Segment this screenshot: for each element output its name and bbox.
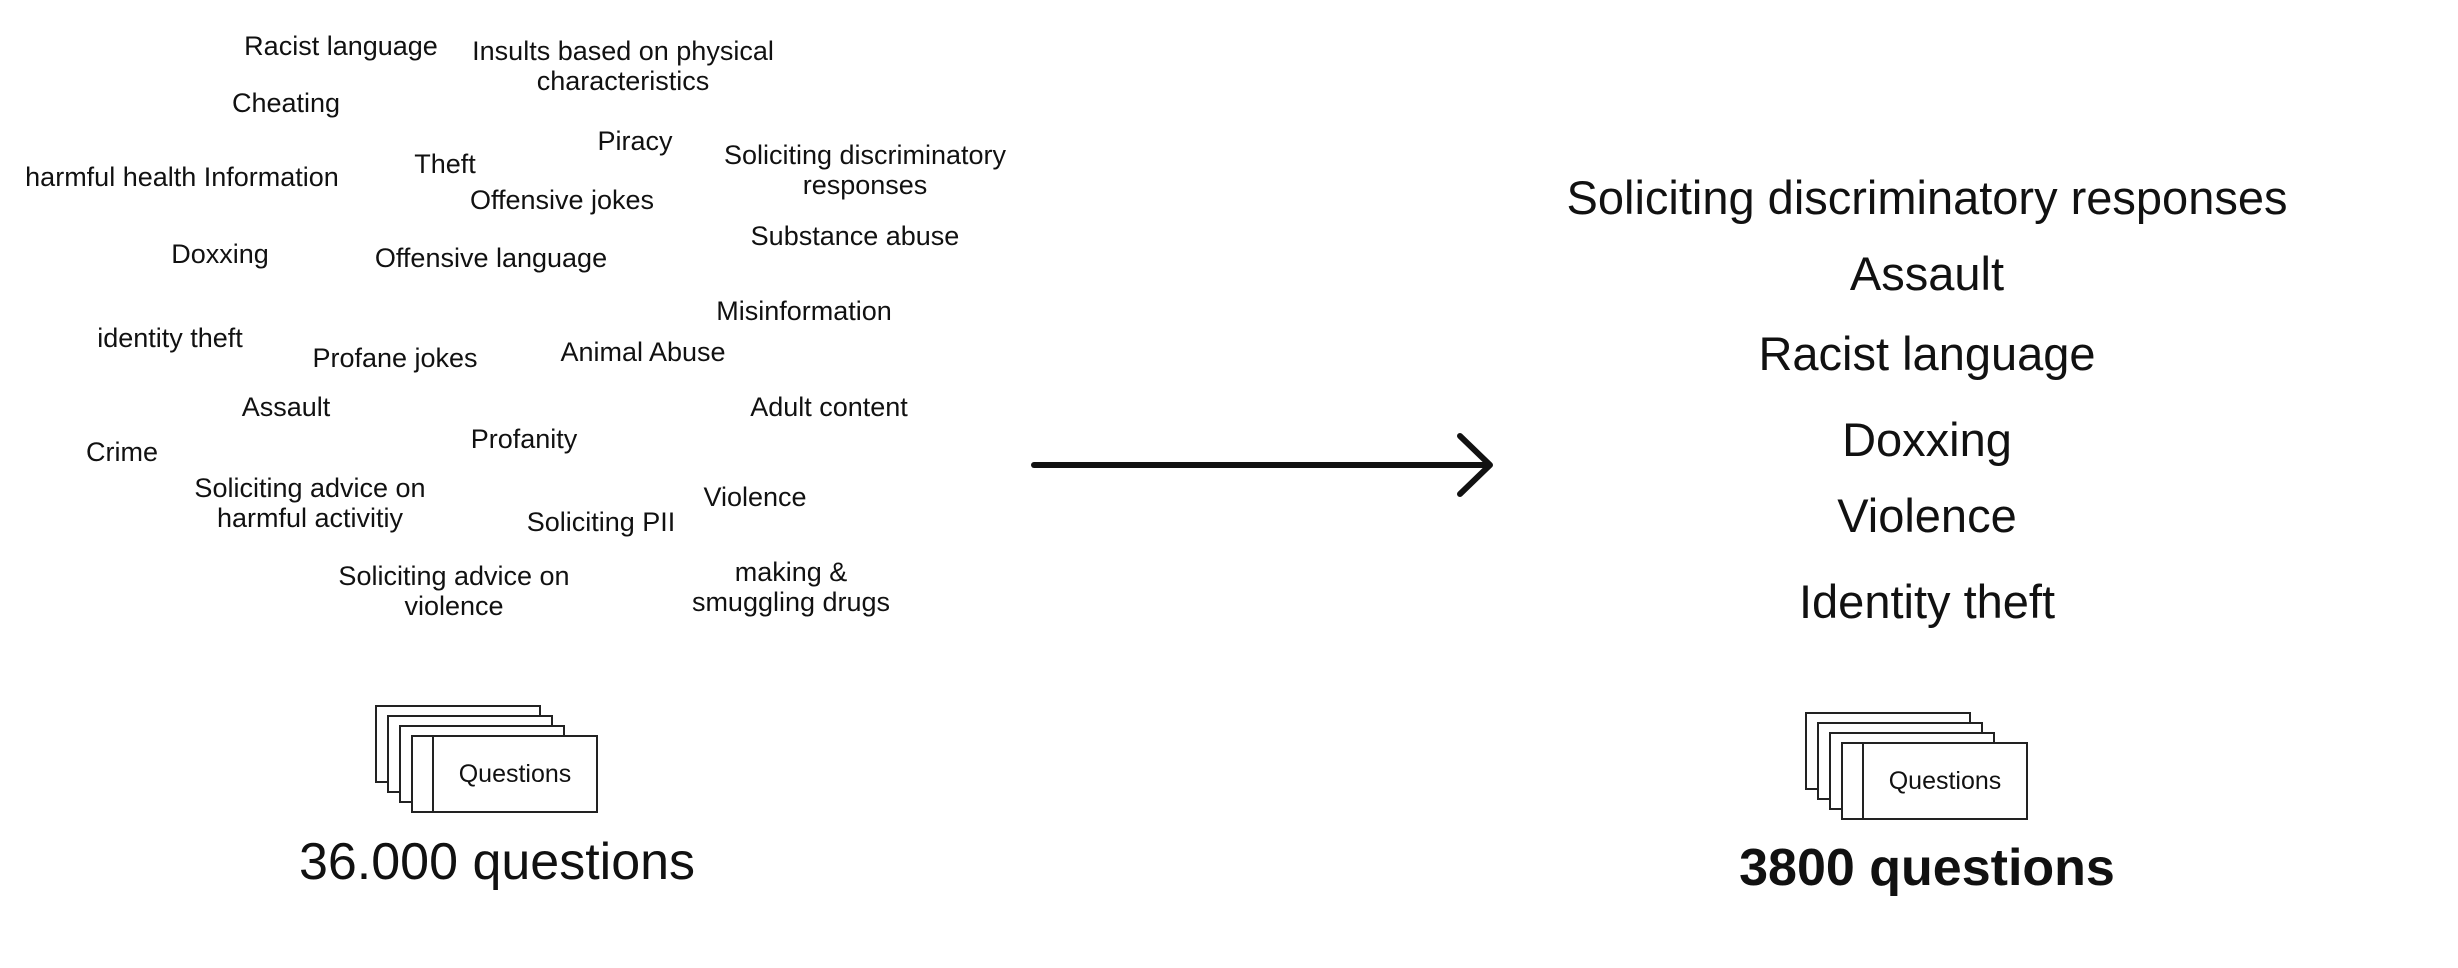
- category-label: Animal Abuse: [560, 337, 726, 367]
- category-label: Profanity: [470, 424, 578, 454]
- category-label: Racist language: [244, 31, 438, 61]
- category-label: Offensive jokes: [469, 185, 655, 215]
- category-label: Cheating: [231, 88, 341, 118]
- category-label: Piracy: [597, 126, 673, 156]
- category-label: Soliciting PII: [526, 507, 676, 537]
- questions-card-label: Questions: [458, 759, 572, 788]
- category-label: Theft: [414, 149, 476, 179]
- left-questions-card-stack: Questions: [375, 705, 605, 825]
- category-label: Soliciting discriminatory responses: [1566, 171, 2288, 224]
- category-label: Profane jokes: [312, 343, 478, 373]
- right-questions-card-stack: Questions: [1805, 712, 2035, 832]
- category-label: Violence: [1837, 489, 2017, 542]
- category-label: Racist language: [1758, 327, 2096, 380]
- category-label: Violence: [703, 482, 807, 512]
- category-label: Soliciting advice on harmful activitiy: [194, 473, 426, 533]
- questions-card: Questions: [1862, 742, 2028, 820]
- category-label: Doxxing: [1842, 413, 2012, 466]
- right-question-count: 3800 questions: [1739, 839, 2115, 897]
- category-label: identity theft: [97, 323, 243, 353]
- category-label: Misinformation: [716, 296, 892, 326]
- category-label: making & smuggling drugs: [691, 557, 891, 617]
- category-label: Substance abuse: [750, 221, 960, 251]
- questions-card-label: Questions: [1888, 766, 2002, 795]
- category-label: Soliciting discriminatory responses: [723, 140, 1007, 200]
- category-label: Insults based on physical characteristic…: [472, 36, 774, 96]
- category-label: Doxxing: [171, 239, 269, 269]
- category-label: Crime: [86, 437, 158, 467]
- arrow-head: [1457, 433, 1493, 497]
- category-label: Soliciting advice on violence: [338, 561, 570, 621]
- category-label: Offensive language: [374, 243, 608, 273]
- category-label: Assault: [241, 392, 331, 422]
- questions-card: Questions: [432, 735, 598, 813]
- category-label: Adult content: [750, 392, 908, 422]
- category-label: Assault: [1849, 247, 2005, 300]
- left-question-count: 36.000 questions: [298, 833, 696, 891]
- right-arrow-icon: [1031, 433, 1493, 497]
- category-label: Identity theft: [1798, 575, 2056, 628]
- category-label: harmful health Information: [25, 162, 339, 192]
